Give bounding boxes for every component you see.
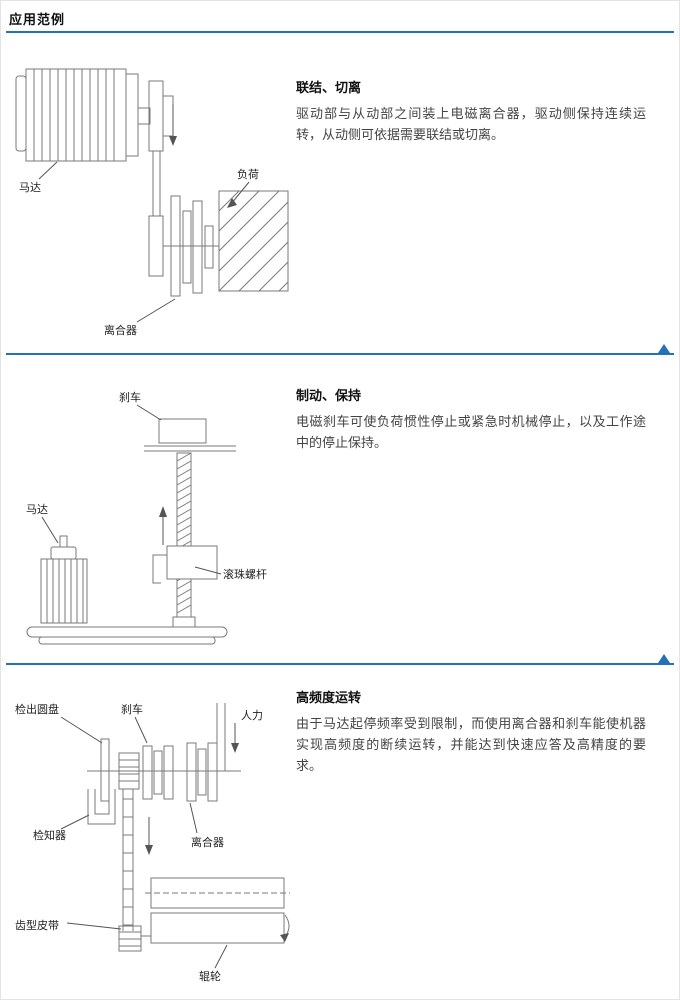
section-heading: 联结、切离	[296, 81, 362, 96]
label-brake: 刹车	[119, 390, 141, 404]
leader-lines	[41, 404, 222, 575]
carriage-drawing	[152, 545, 218, 584]
label-detector: 检知器	[33, 828, 66, 842]
section-heading: 制动、保持	[296, 389, 362, 404]
label-human-power: 人力	[241, 709, 263, 722]
label-brake: 刹车	[121, 702, 143, 716]
belt-pulley-drawing	[148, 80, 174, 277]
label-ballscrew: 滚珠螺杆	[223, 567, 267, 581]
clutch-discs-drawing	[186, 742, 218, 802]
section-clutch-application: 马达 负荷 离合器 联结、切离 驱动部与从动部之间装上电磁离合器，驱动侧保持连续…	[1, 41, 679, 353]
label-clutch: 离合器	[104, 323, 137, 337]
brake-discs-drawing	[142, 745, 174, 800]
label-toothed-belt: 齿型皮带	[15, 918, 59, 932]
detection-disc-drawing	[100, 738, 110, 802]
section-highfreq-application: 检出圆盘 刹车 人力 检知器 离合器 齿型皮带 辊轮 高频度运转 由于马达起停频…	[1, 673, 679, 999]
leader-lines	[60, 716, 236, 969]
up-arrow-icon	[159, 506, 167, 517]
diagram-clutch-application: 马达 负荷 离合器	[15, 68, 289, 337]
label-load: 负荷	[237, 167, 259, 181]
label-clutch: 离合器	[191, 835, 224, 849]
diagram-highfreq-application: 检出圆盘 刹车 人力 检知器 离合器 齿型皮带 辊轮	[15, 702, 290, 983]
section-divider	[6, 344, 674, 355]
arrow-icons	[145, 743, 289, 942]
section-brake-application: 刹车 马达 滚珠螺杆 制动、保持 电磁刹车可使负荷惯性停止或紧急时机械停止，以及…	[1, 363, 679, 663]
label-motor: 马达	[19, 181, 41, 194]
toothed-belt-drawing	[122, 789, 134, 931]
down-arrow-icon	[169, 136, 237, 208]
label-motor: 马达	[26, 503, 48, 516]
header-divider	[6, 31, 674, 33]
clutch-drawing	[163, 195, 219, 297]
section-body: 由于马达起停频率受到限制，而使用离合器和刹车能使机器实现高频度的断续运转，并能达…	[296, 717, 646, 774]
section-heading: 高频度运转	[296, 691, 362, 706]
bottom-gear-drawing	[118, 925, 151, 952]
motor-drawing	[40, 535, 88, 624]
detector-drawing	[87, 789, 116, 825]
section-text: 制动、保持 电磁刹车可使负荷惯性停止或紧急时机械停止，以及工作途中的停止保持。	[296, 385, 646, 455]
page-title: 应用范例	[9, 13, 66, 28]
leader-lines	[38, 104, 250, 323]
label-detection-disc: 检出圆盘	[15, 702, 59, 716]
motor-drawing	[15, 68, 151, 162]
top-gear-drawing	[118, 752, 140, 790]
section-body: 电磁刹车可使负荷惯性停止或紧急时机械停止，以及工作途中的停止保持。	[296, 415, 646, 451]
rollers-drawing	[145, 877, 290, 944]
diagram-brake-application: 刹车 马达 滚珠螺杆	[26, 390, 267, 645]
section-text: 高频度运转 由于马达起停频率受到限制，而使用离合器和刹车能使机器实现高频度的断续…	[296, 687, 646, 777]
section-divider	[6, 654, 674, 665]
brake-drawing	[144, 418, 236, 452]
back-to-top-icon[interactable]	[658, 344, 670, 353]
section-text: 联结、切离 驱动部与从动部之间装上电磁离合器，驱动侧保持连续运转，从动侧可依据需…	[296, 77, 646, 147]
base-plate-drawing	[26, 616, 228, 645]
load-drawing	[218, 190, 289, 292]
ballscrew-drawing	[176, 452, 192, 618]
back-to-top-icon[interactable]	[658, 654, 670, 663]
label-roller: 辊轮	[199, 969, 221, 983]
section-body: 驱动部与从动部之间装上电磁离合器，驱动侧保持连续运转，从动侧可依据需要联结或切离…	[296, 107, 646, 143]
